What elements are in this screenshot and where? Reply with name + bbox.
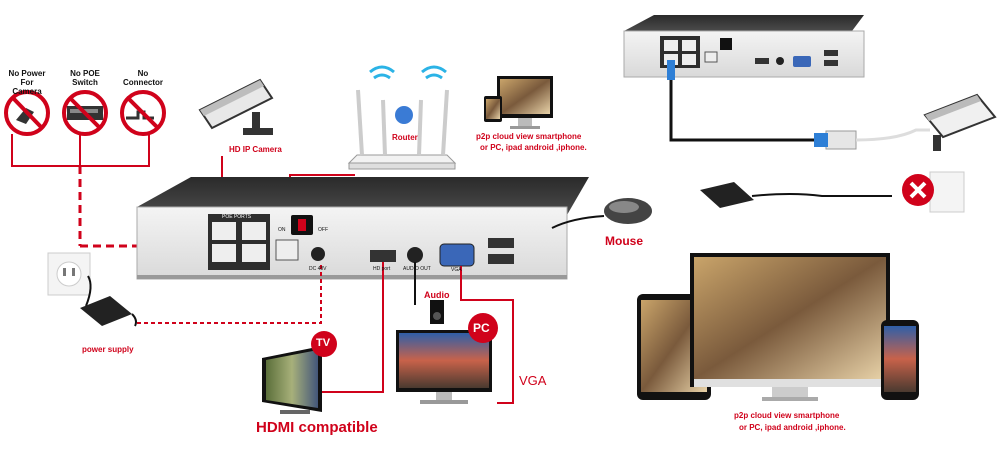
hdmi-cable bbox=[322, 262, 384, 393]
network-cable-right bbox=[669, 80, 828, 142]
power-adapter-icon-right bbox=[700, 182, 892, 208]
router-icon bbox=[347, 65, 457, 170]
dc-jack bbox=[311, 247, 325, 261]
usb-port-2 bbox=[488, 254, 514, 264]
vga-port bbox=[439, 243, 475, 267]
power-cable bbox=[137, 262, 322, 324]
no-power-icon bbox=[4, 90, 50, 136]
lan-port bbox=[275, 239, 299, 261]
mouse-label: Mouse bbox=[605, 234, 644, 248]
router-label: Router bbox=[392, 133, 418, 142]
nvr-device bbox=[136, 177, 589, 280]
no-connector-icon bbox=[120, 90, 166, 136]
hd-port-label: HD port bbox=[373, 266, 391, 272]
smartphone-icon bbox=[881, 320, 919, 400]
off-label: OFF bbox=[318, 227, 328, 233]
pc-badge bbox=[468, 313, 498, 343]
nvr-device-small bbox=[623, 15, 865, 78]
vga-port-label: VGA bbox=[451, 267, 462, 273]
no-connector-label: No Connector bbox=[123, 69, 163, 87]
pc-badge-label: PC bbox=[473, 321, 490, 335]
poe-ports-label: POE PORTS bbox=[222, 214, 252, 220]
tv-icon bbox=[262, 346, 322, 414]
usb-port-1 bbox=[488, 238, 514, 248]
power-adapter-icon bbox=[80, 275, 137, 327]
hd-camera-label: HD IP Camera bbox=[229, 145, 282, 154]
vga-cable bbox=[460, 266, 514, 404]
large-monitor-icon bbox=[690, 253, 890, 401]
audio-out-port bbox=[407, 247, 423, 263]
p2p-top-label: p2p cloud view smartphone bbox=[476, 132, 582, 141]
mouse-icon bbox=[551, 198, 652, 229]
power-supply-label: power supply bbox=[82, 345, 134, 354]
audio-out-label: AUDIO OUT bbox=[403, 266, 431, 272]
p2p-bottom-label: p2p cloud view smartphone bbox=[734, 411, 840, 420]
no-poe-label: No POE Switch bbox=[70, 69, 100, 87]
forbidden-icon bbox=[902, 174, 934, 206]
no-poe-switch-icon bbox=[62, 90, 108, 136]
wall-outlet-icon bbox=[47, 252, 91, 296]
tv-badge-label: TV bbox=[316, 337, 331, 349]
rj45-coupler bbox=[814, 130, 857, 150]
no-power-label: No Power For Camera bbox=[8, 69, 46, 96]
p2p-bottom-label-2: or PC, ipad android ,iphone. bbox=[739, 423, 846, 432]
hd-port bbox=[370, 250, 396, 262]
wall-outlet-icon-right bbox=[929, 171, 965, 213]
on-label: ON bbox=[278, 227, 286, 233]
vga-label: VGA bbox=[519, 373, 547, 388]
speaker-icon bbox=[430, 300, 444, 324]
blue-plug bbox=[667, 60, 675, 80]
computer-icon bbox=[484, 76, 553, 129]
p2p-top-label-2: or PC, ipad android ,iphone. bbox=[480, 143, 587, 152]
hdmi-label: HDMI compatible bbox=[256, 419, 378, 436]
dc-label: DC 48V bbox=[309, 266, 327, 272]
ip-camera-icon bbox=[198, 78, 274, 135]
ip-camera-icon-right bbox=[923, 93, 997, 151]
audio-label: Audio bbox=[424, 290, 450, 300]
tv-badge bbox=[311, 331, 337, 357]
